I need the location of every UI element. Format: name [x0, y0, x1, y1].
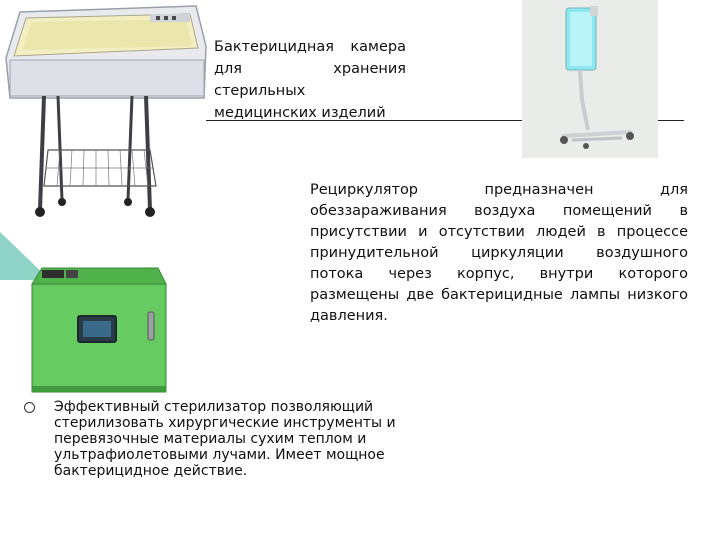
bullet-circle-icon — [24, 402, 35, 413]
recirculator-description: Рециркулятор предназначен для обеззаражи… — [310, 182, 688, 324]
bactericidal-chamber-photo — [0, 0, 212, 222]
divider-line — [206, 120, 684, 121]
recirculator-photo — [522, 0, 658, 158]
chamber-caption-line-3: стерильных — [214, 83, 306, 99]
sterilizer-description: Эффективный стерилизатор позволяющий сте… — [54, 399, 396, 479]
chamber-caption: Бактерицидная камера для хранения стерил… — [214, 36, 406, 124]
chamber-caption-line-4: медицинских изделий — [214, 105, 386, 121]
chamber-caption-line-2: для хранения — [214, 61, 406, 77]
sterilizer-photo — [26, 262, 172, 396]
chamber-caption-line-1: Бактерицидная камера — [214, 39, 406, 55]
